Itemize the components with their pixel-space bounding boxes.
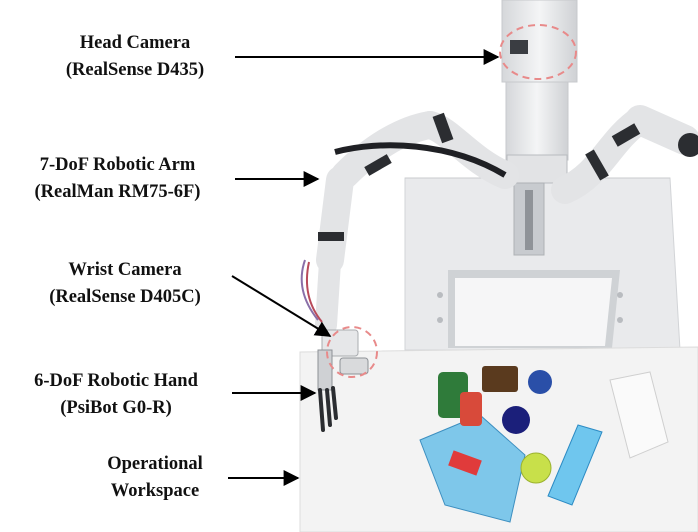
robot-base — [404, 177, 681, 351]
right-robotic-arm — [551, 105, 698, 204]
wrist-camera-label: Wrist Camera (RealSense D405C) — [20, 257, 230, 311]
head-camera-icon — [510, 40, 528, 54]
wrist-camera-highlight — [326, 326, 378, 378]
workspace-title: Operational — [107, 454, 203, 474]
robotic-arm-title: 7-DoF Robotic Arm — [39, 155, 196, 175]
left-robotic-arm — [300, 111, 519, 336]
workspace-subtitle: Workspace — [110, 481, 200, 501]
robotic-hand — [317, 329, 369, 432]
robotic-hand-label: 6-DoF Robotic Hand (PsiBot G0-R) — [0, 368, 232, 422]
pointer-arrows — [228, 49, 500, 486]
robotic-arm-model: (RealMan RM75-6F) — [34, 182, 201, 202]
wrist-camera-title: Wrist Camera — [68, 260, 182, 280]
workspace-objects — [419, 366, 669, 523]
head-camera-label: Head Camera (RealSense D435) — [35, 30, 235, 84]
head-camera-highlight — [499, 24, 577, 80]
head-camera-title: Head Camera — [79, 33, 191, 53]
robotic-hand-model: (PsiBot G0-R) — [60, 398, 172, 418]
wrist-camera-model: (RealSense D405C) — [49, 287, 201, 307]
robotic-arm-label: 7-DoF Robotic Arm (RealMan RM75-6F) — [0, 152, 235, 206]
robotic-hand-title: 6-DoF Robotic Hand — [34, 371, 198, 391]
workspace-label: Operational Workspace — [80, 451, 230, 505]
head-camera-model: (RealSense D435) — [65, 60, 205, 80]
wrist-camera-arrow — [231, 275, 332, 337]
